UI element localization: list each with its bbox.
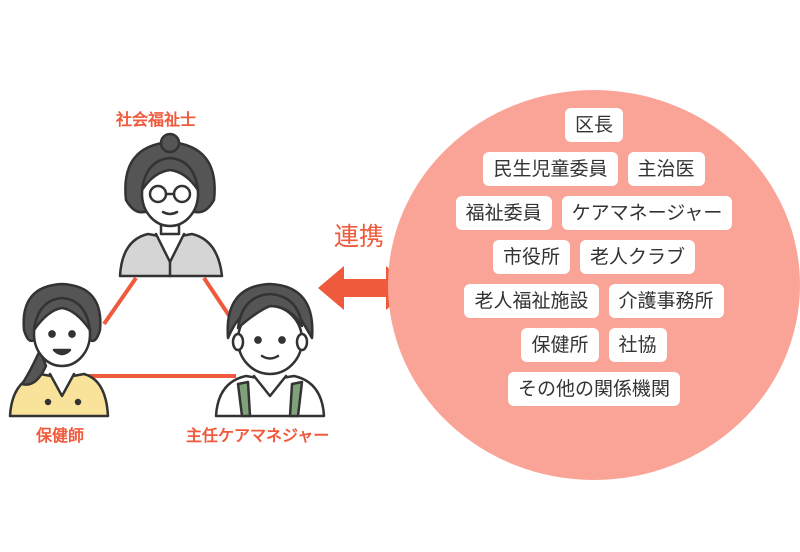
org-tag: 社協 [608, 328, 667, 362]
organization-row: その他の関係機関 [507, 372, 680, 406]
org-tag: 民生児童委員 [483, 152, 618, 186]
org-tag: 介護事務所 [608, 284, 724, 318]
org-tag: 老人クラブ [580, 240, 696, 274]
collaboration-label: 連携 [334, 222, 385, 251]
org-tag: 主治医 [627, 152, 705, 186]
org-tag: 老人福祉施設 [464, 284, 599, 318]
role-label-social-worker: 社会福祉士 [116, 110, 197, 129]
team-triangle [76, 276, 236, 378]
org-tag: その他の関係機関 [507, 372, 680, 406]
org-tag: 市役所 [492, 240, 570, 274]
connector-social-cm [202, 276, 234, 322]
community-network: 区長 民生児童委員 主治医 福祉委員 ケアマネージャー 市役所 老人クラブ 老人… [388, 90, 800, 480]
social-worker-avatar [118, 132, 224, 278]
organization-row: 保健所 社協 [521, 328, 667, 362]
nurse-avatar [8, 282, 110, 418]
organization-row: 民生児童委員 主治医 [483, 152, 705, 186]
connector-social-nurse [102, 276, 138, 326]
org-tag: 福祉委員 [455, 196, 552, 230]
organization-row: 老人福祉施設 介護事務所 [464, 284, 724, 318]
org-tag: ケアマネージャー [561, 196, 733, 230]
care-manager-avatar [214, 282, 326, 418]
role-label-care-manager: 主任ケアマネジャー [186, 426, 330, 445]
org-tag: 区長 [564, 108, 623, 142]
organization-row: 区長 [564, 108, 623, 142]
org-tag: 保健所 [521, 328, 599, 362]
role-label-public-health-nurse: 保健師 [36, 426, 85, 445]
organization-row: 市役所 老人クラブ [492, 240, 696, 274]
organization-row: 福祉委員 ケアマネージャー [455, 196, 733, 230]
organization-list: 区長 民生児童委員 主治医 福祉委員 ケアマネージャー 市役所 老人クラブ 老人… [388, 108, 800, 406]
